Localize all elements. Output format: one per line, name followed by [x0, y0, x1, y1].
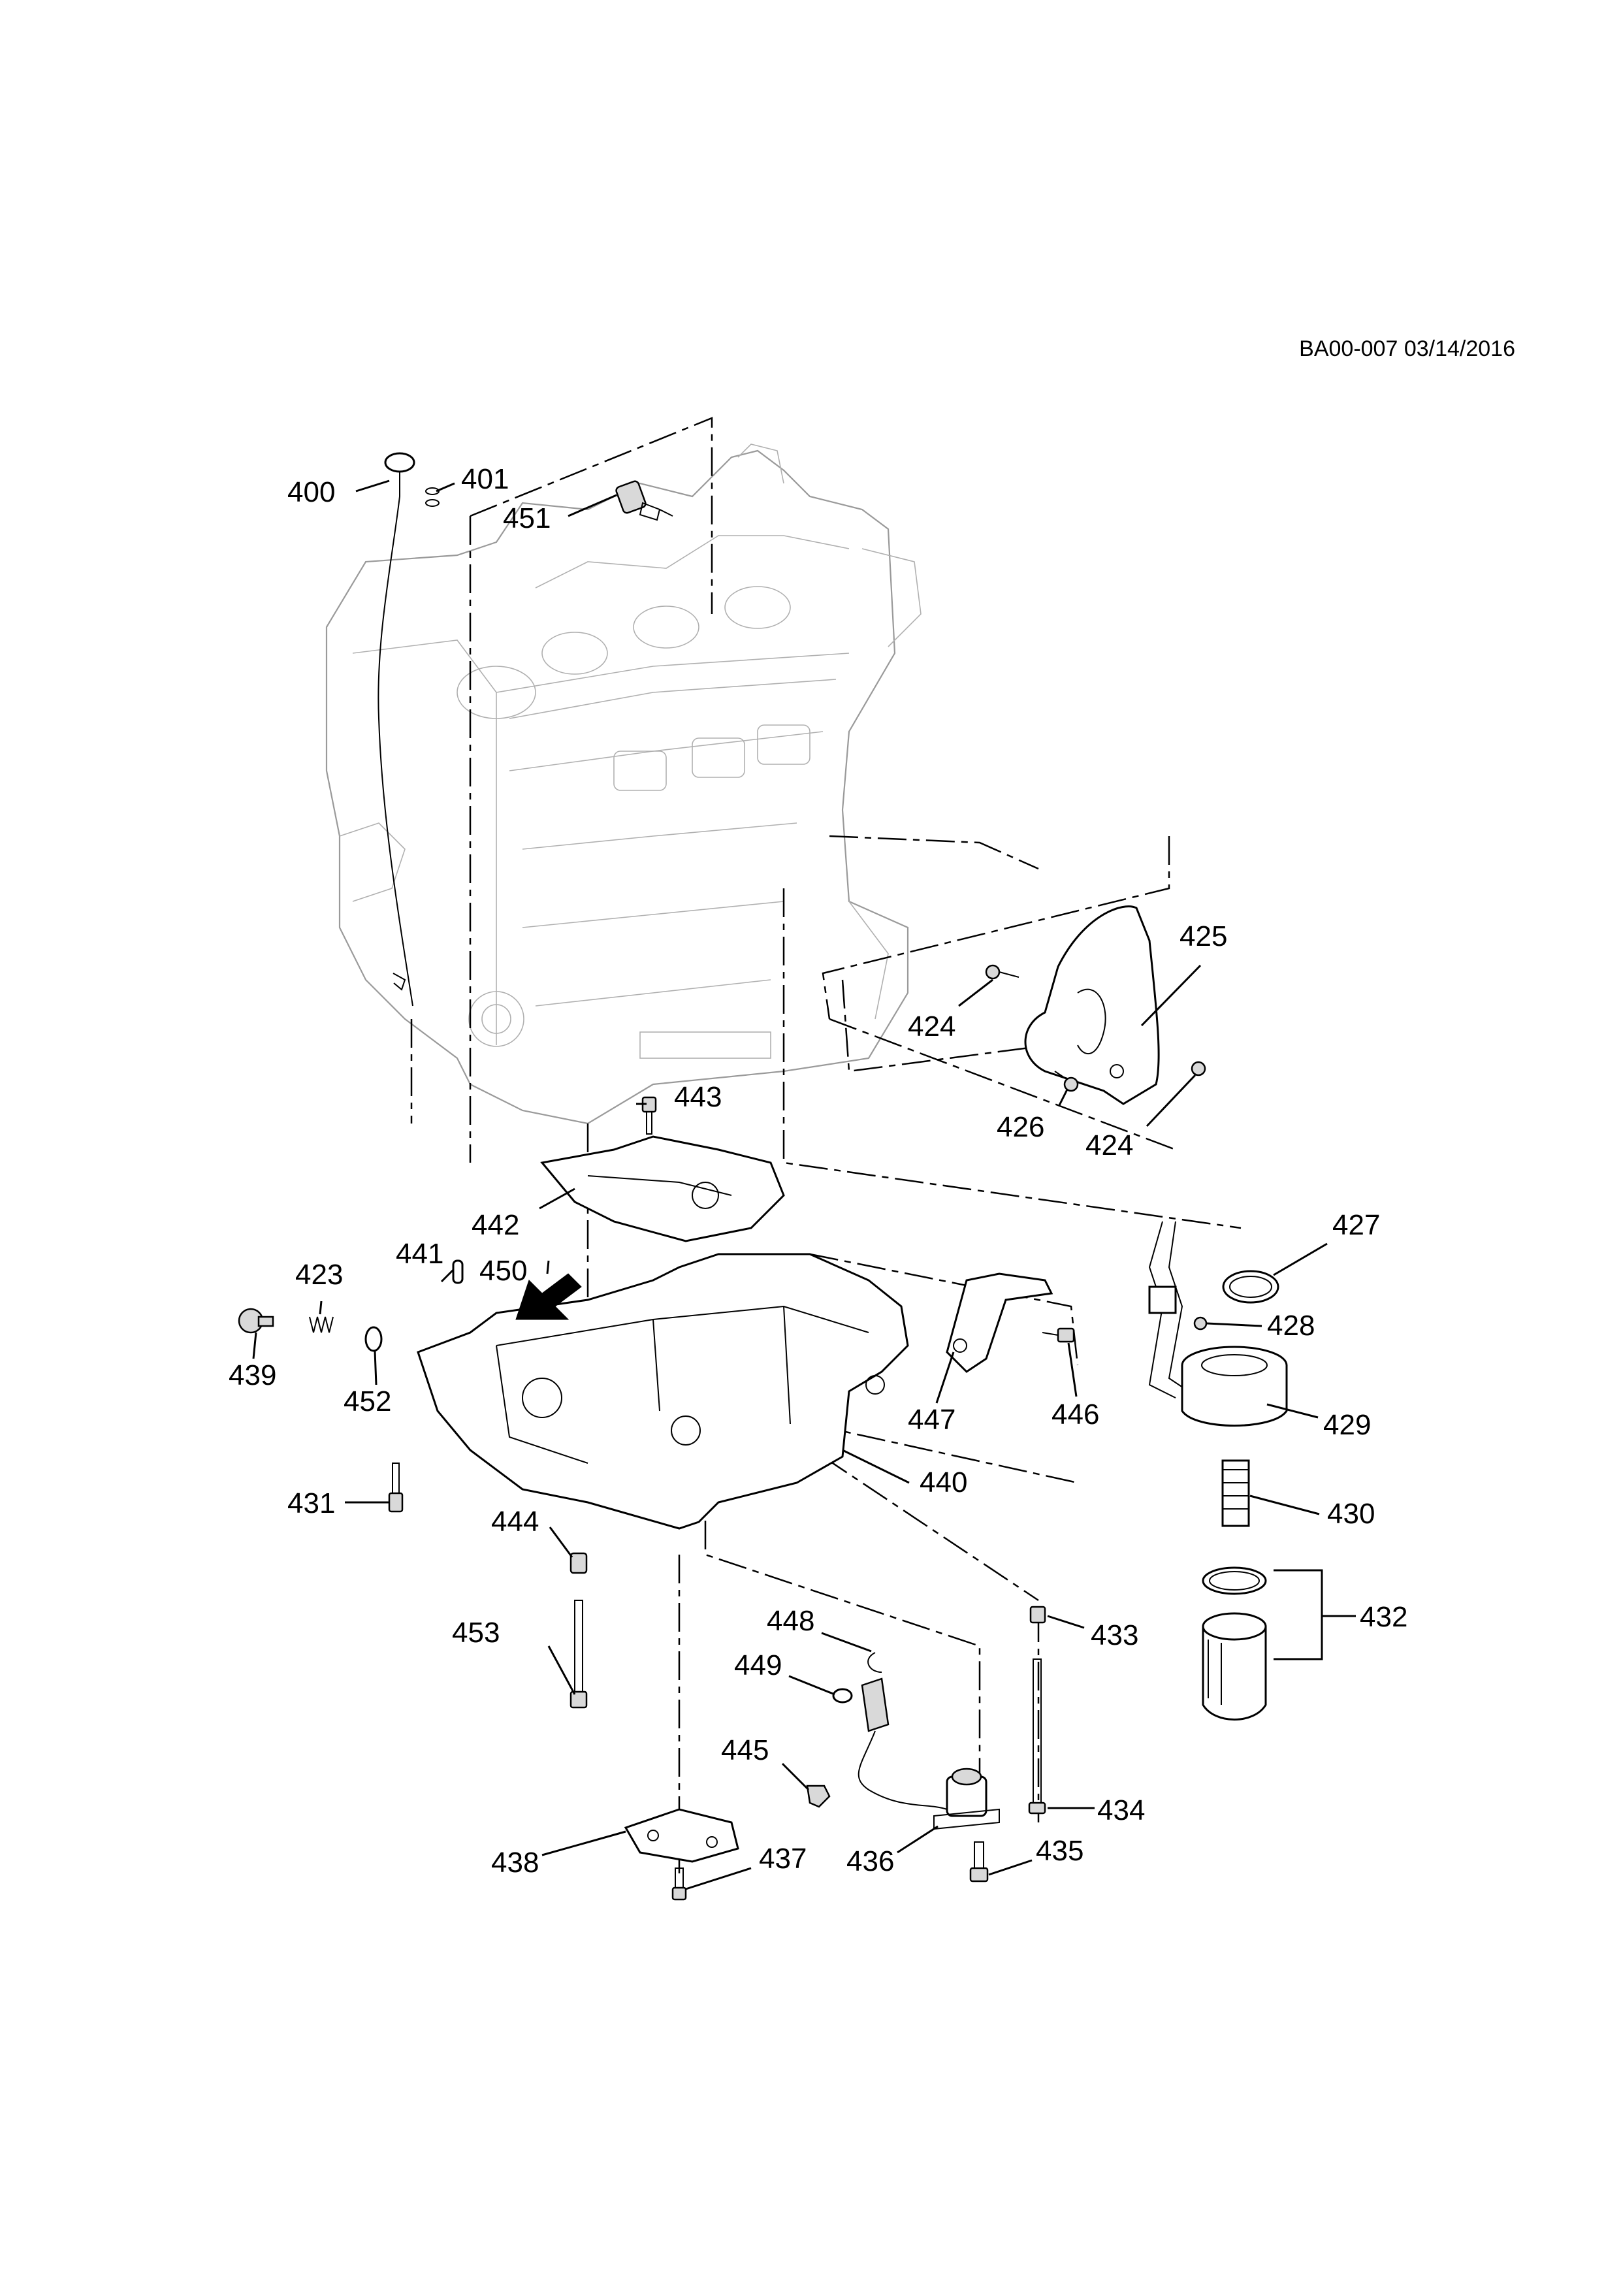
callout-448: 448 — [767, 1605, 814, 1637]
sensor-bolt — [969, 1841, 989, 1883]
front-arrow — [515, 1273, 582, 1320]
heat-shield — [1024, 905, 1160, 1105]
callout-449: 449 — [734, 1649, 782, 1681]
callout-446: 446 — [1051, 1399, 1099, 1431]
callout-429: 429 — [1323, 1409, 1371, 1441]
callout-445: 445 — [721, 1734, 769, 1766]
bracket-bolt — [1042, 1327, 1075, 1343]
sensor-o-ring — [832, 1688, 853, 1704]
callout-426: 426 — [997, 1111, 1044, 1143]
oil-pan-cover — [624, 1808, 739, 1863]
callout-labels: 400 401 451 425 424 426 424 443 442 427 … — [229, 463, 1407, 1879]
cover-bolt — [671, 1868, 687, 1901]
oil-pressure-sensor — [615, 480, 673, 521]
callout-450: 450 — [479, 1255, 527, 1287]
oil-pan-baffle — [540, 1135, 785, 1242]
oil-filter — [1202, 1566, 1267, 1721]
callout-433: 433 — [1091, 1619, 1138, 1651]
cooler-seal — [1222, 1270, 1279, 1304]
callout-442: 442 — [472, 1209, 519, 1241]
callout-443: 443 — [674, 1081, 722, 1113]
oil-pan — [417, 1253, 909, 1530]
callout-441: 441 — [396, 1238, 443, 1270]
pan-stud — [1028, 1658, 1046, 1815]
callout-439: 439 — [229, 1359, 276, 1391]
callout-427: 427 — [1332, 1209, 1380, 1241]
callout-440: 440 — [920, 1466, 967, 1498]
filter-adapter — [1221, 1459, 1250, 1527]
callout-452: 452 — [344, 1385, 391, 1417]
baffle-bolt — [641, 1096, 657, 1135]
pan-bolt-left — [388, 1463, 404, 1513]
drain-plug — [238, 1308, 274, 1334]
callout-424-lower: 424 — [1085, 1129, 1133, 1161]
callout-451: 451 — [503, 502, 551, 534]
shield-stud — [1054, 1071, 1079, 1092]
dipstick-o-rings — [425, 487, 440, 507]
cooler-bolt — [1193, 1316, 1208, 1331]
callout-453: 453 — [452, 1617, 500, 1649]
dipstick — [377, 452, 415, 1007]
document-reference: BA00-007 03/14/2016 — [1299, 336, 1515, 361]
callout-425: 425 — [1180, 920, 1227, 952]
drain-plug-seal — [364, 1326, 383, 1352]
callout-436: 436 — [846, 1845, 894, 1877]
pan-nut — [570, 1552, 588, 1574]
pan-stud-nut — [1029, 1606, 1046, 1624]
callout-435: 435 — [1036, 1835, 1083, 1867]
shield-bolt-upper — [985, 964, 1019, 980]
callout-430: 430 — [1327, 1498, 1375, 1530]
callout-447: 447 — [908, 1404, 955, 1436]
callout-444: 444 — [491, 1506, 539, 1538]
oil-cooler — [1148, 1221, 1288, 1427]
leader-lines — [252, 479, 1356, 1890]
callout-423: 423 — [295, 1259, 343, 1291]
callout-424-upper: 424 — [908, 1011, 955, 1043]
dowel-pin — [452, 1259, 464, 1284]
callout-401: 401 — [461, 463, 509, 495]
callout-434: 434 — [1097, 1794, 1145, 1826]
harness-clip — [806, 1785, 831, 1808]
shield-bolt-lower — [1191, 1061, 1206, 1076]
callout-437: 437 — [759, 1843, 807, 1875]
sensor-clip — [867, 1652, 882, 1673]
spring — [309, 1316, 334, 1333]
oil-level-sensor — [858, 1677, 1000, 1830]
pan-long-bolt — [570, 1600, 588, 1709]
callout-431: 431 — [287, 1487, 335, 1519]
callout-400: 400 — [287, 476, 335, 508]
callout-438: 438 — [491, 1847, 539, 1879]
bracket — [946, 1272, 1053, 1373]
callout-428: 428 — [1267, 1310, 1315, 1342]
engine-block-ghost — [325, 444, 922, 1125]
callout-432: 432 — [1360, 1601, 1407, 1633]
